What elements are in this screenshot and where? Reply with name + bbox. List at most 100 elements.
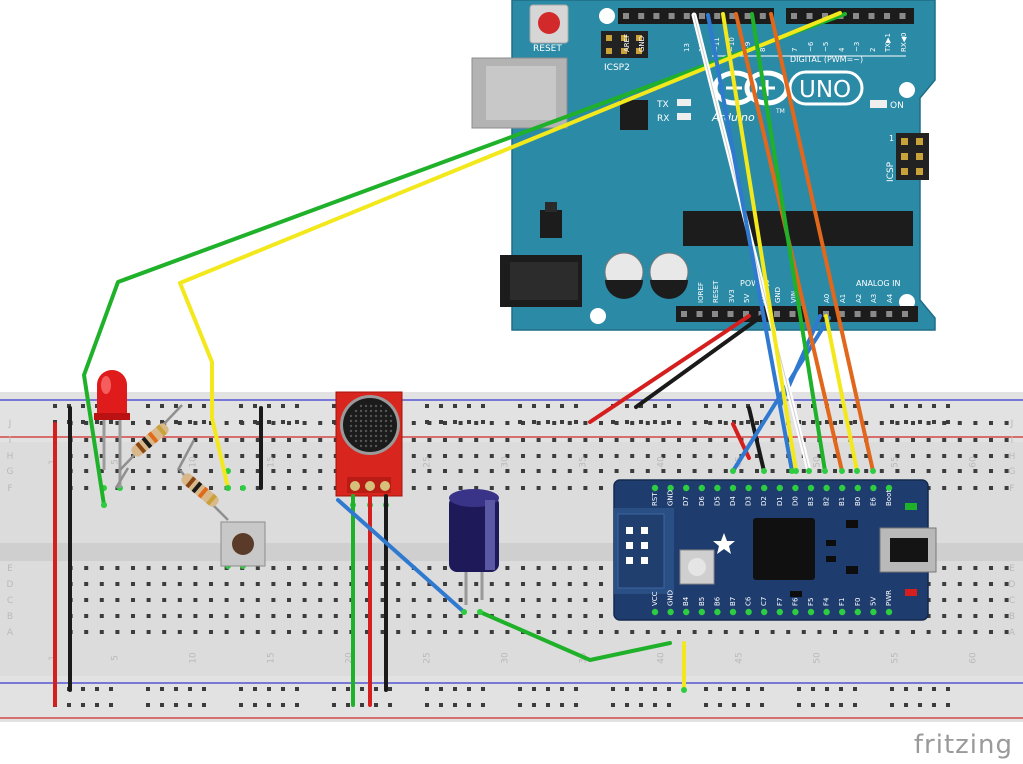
on-label: ON (890, 101, 904, 111)
breadboard-column-number: 55 (890, 652, 900, 663)
arduino-bottom-pin-label: A4 (886, 293, 894, 303)
breadboard-row-letter: C (7, 596, 13, 606)
arduino-bottom-pin-label: GND (774, 287, 782, 303)
breadboard-row-letter: A (1009, 628, 1016, 638)
breadboard-row-letter: G (7, 467, 14, 477)
arduino-top-pin-label: ~9 (744, 42, 752, 52)
arduino-top-pin-label: ~10 (728, 37, 736, 52)
breadboard-row-letter: F (7, 484, 12, 494)
breadboard-column-number: 20 (344, 652, 354, 664)
teensy-top-pin-label: D5 (713, 496, 721, 506)
breadboard-column-number: 35 (578, 456, 588, 467)
microphone-breakout (335, 391, 403, 497)
breadboard-column-number: 45 (734, 652, 744, 663)
icsp2-label: ICSP2 (604, 63, 630, 73)
breadboard-row-letter: I (1011, 436, 1014, 446)
breadboard-row-letter: B (1009, 612, 1015, 622)
teensy-bottom-pin-label: 5V (869, 597, 877, 606)
arduino-bottom-pin-label: IOREF (697, 282, 705, 303)
arduino-top-pin-label: ~6 (807, 41, 815, 52)
breadboard-column-number: 60 (968, 652, 978, 664)
wire-yellow-arduino-to-resistor (178, 11, 842, 490)
breadboard-row-letter: I (9, 436, 12, 446)
teensy-bottom-pin-label: B5 (698, 597, 706, 606)
arduino-bottom-pin-label: A2 (855, 294, 863, 303)
arduino-bottom-pin-label: VIN (790, 291, 798, 303)
teensy-bottom-pin-label: PWR (885, 590, 893, 606)
teensy-top-pin-label: D6 (698, 496, 706, 506)
arduino-top-pin-label: 7 (791, 48, 799, 52)
breadboard-column-number: 5 (110, 459, 120, 465)
teensy-bottom-pin-label: F0 (854, 598, 862, 606)
red-led (94, 370, 130, 488)
arduino-top-pin-label: 4 (838, 47, 846, 52)
breadboard-row-letter: G (1009, 467, 1016, 477)
breadboard-row-letter: A (7, 628, 14, 638)
arduino-top-pin-label: ~3 (853, 42, 861, 52)
arduino-top-pin-label: 13 (683, 43, 691, 52)
breadboard-row-letter: D (1009, 580, 1016, 590)
push-button (220, 521, 266, 567)
teensy-bottom-pin-label: F1 (838, 598, 846, 606)
breadboard-column-number: 30 (500, 456, 510, 468)
rx-label: RX (657, 114, 669, 124)
teensy-top-pin-label: D1 (776, 496, 784, 506)
breadboard-column-number: 25 (422, 652, 432, 663)
breadboard-column-number: 25 (422, 456, 432, 467)
star-logo-icon (713, 533, 735, 554)
teensy-top-pin-label: B1 (838, 497, 846, 506)
teensy-top-pin-label: B0 (854, 497, 862, 506)
arduino-top-pin-label: 2 (869, 48, 877, 52)
teensy-top-pin-label: Boot (885, 490, 893, 506)
teensy-top-pin-label: D3 (745, 496, 753, 506)
arduino-bottom-pin-label: 3V3 (728, 289, 736, 303)
teensy-bottom-pin-label: F6 (791, 597, 799, 606)
wire-yellow-analog (824, 314, 859, 473)
teensy-bottom-pin-label: B4 (682, 596, 690, 606)
arduino-bottom-pin-label: 5V (743, 294, 751, 303)
analog-in-label: ANALOG IN (856, 279, 901, 288)
breadboard-column-number: 30 (500, 652, 510, 664)
breadboard-column-number: 60 (968, 456, 978, 468)
resistor-2 (176, 439, 229, 521)
breadboard-row-letter: H (1009, 452, 1016, 462)
teensy-bottom-pin-label: F4 (823, 597, 831, 606)
arduino-top-pin-label: ~11 (713, 37, 721, 52)
icsp-pin1-label: 1 (889, 134, 894, 143)
breadboard-column-number: 40 (656, 456, 666, 468)
breadboard-column-number: 10 (188, 456, 198, 468)
breadboard-column-number: 15 (266, 456, 276, 467)
resistor-1 (114, 404, 183, 489)
breadboard-column-number: 50 (812, 652, 822, 664)
wire-orange-digital-2 (769, 12, 875, 473)
digital-label: DIGITAL (PWM=~) (790, 55, 863, 64)
breadboard-column-number: 15 (266, 652, 276, 663)
breadboard-row-letter: J (8, 419, 12, 429)
arduino-bottom-pin-label: A1 (839, 294, 847, 303)
electrolytic-capacitor (449, 489, 499, 605)
breadboard-row-letter: J (1010, 419, 1014, 429)
wire-green-capacitor (478, 610, 672, 662)
breadboard-row-letter: F (1009, 484, 1014, 494)
arduino-top-pin-label: RX◀0 (900, 33, 908, 53)
wire-black-teensy (747, 406, 766, 473)
teensy-bottom-pin-label: B7 (729, 597, 737, 606)
breadboard-column-number: 40 (656, 652, 666, 664)
arduino-bottom-pin-label: RESET (712, 280, 720, 303)
reset-label: RESET (533, 44, 562, 54)
arduino-bottom-pin-label: A5 (902, 294, 910, 303)
wire-blue-digital (706, 13, 794, 473)
breadboard-column-number: 5 (110, 655, 120, 661)
breadboard-row-letter: H (7, 452, 14, 462)
wire-red-5v (588, 314, 751, 424)
arduino-top-pin-label: 8 (759, 48, 767, 52)
arduino-top-pin-label: AREF (623, 34, 631, 52)
teensy-bottom-pin-label: B6 (713, 596, 721, 606)
icsp-label: ICSP (886, 161, 896, 182)
teensy-top-pin-label: D4 (729, 496, 737, 506)
arduino-top-pin-label: GND (638, 36, 646, 52)
arduino-bottom-pin-label: A0 (823, 294, 831, 303)
breadboard-row-letter: E (1009, 564, 1015, 574)
wire-black-gnd (634, 314, 764, 409)
